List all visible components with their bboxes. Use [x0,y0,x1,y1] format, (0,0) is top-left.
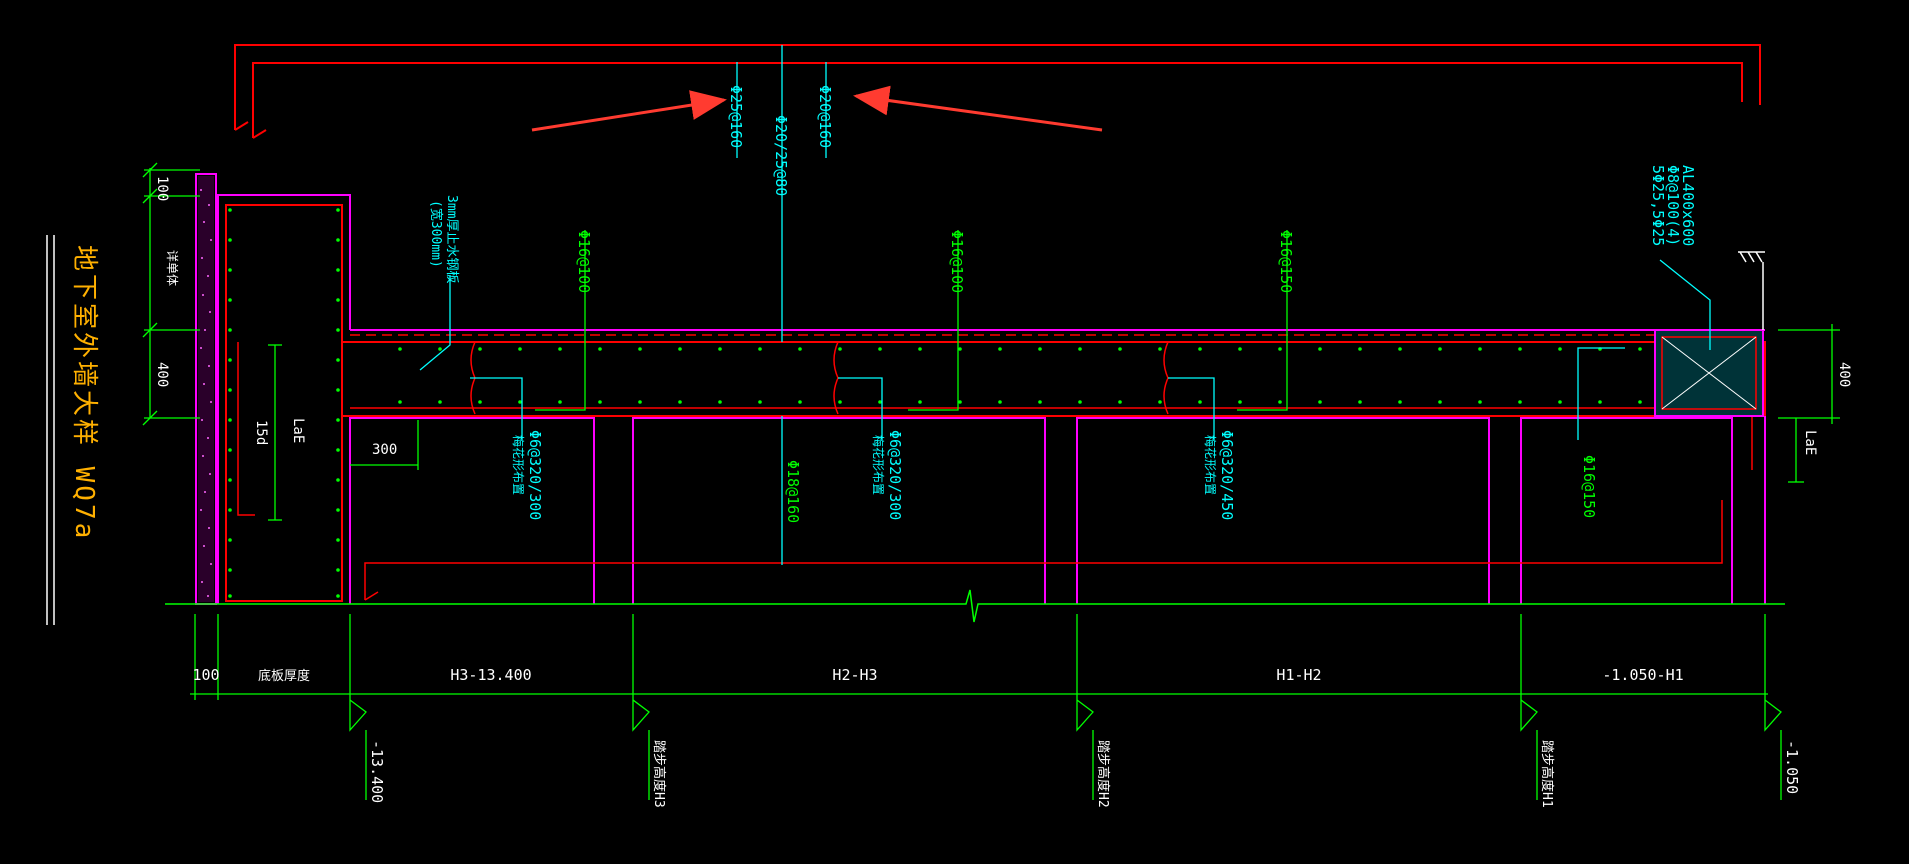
left-dimensions [142,162,419,521]
rebar-label-dist-3-note: 梅花形布置 [1203,435,1218,495]
dim-right-400: 400 [1836,362,1852,387]
dim-offset-300: 300 [372,442,397,458]
rebar-label-beam-spec: AL400x600 [1679,165,1697,246]
rebar-label-beam-main: 5Φ25,5Φ25 [1649,165,1667,246]
dim-seg-base: 底板厚度 [258,668,310,684]
rebar-label-dist-1: Φ6@320/300 [526,430,544,520]
level-l5: -1.050 [1783,740,1801,794]
rebar-label-beam-stirrup: Φ8@100(4) [1664,165,1682,246]
rebar-label-dist-3: Φ6@320/450 [1218,430,1236,520]
dim-seg-4: -1.050-H1 [1602,666,1683,684]
rebar-label-membrane: 3mm厚止水钢板 [444,195,459,283]
level-l3: 踏步高度H2 [1095,740,1111,808]
arrow-right [853,85,1103,132]
dim-lae-left: LaE [290,418,306,443]
dim-bottom-100: 100 [192,666,219,684]
annotation-arrows [531,85,1103,132]
rebar-label-stirrup-3: Φ16@150 [1277,230,1295,293]
rebar-label-dist-2: Φ6@320/300 [886,430,904,520]
rebar-label-top25: Φ25@160 [727,85,745,148]
rebar-label-top20: Φ20@160 [816,85,834,148]
rebar-label-wall-v2: Φ16@150 [1580,455,1598,518]
dim-wall-400: 400 [154,362,170,387]
level-l4: 踏步高度H1 [1539,740,1555,808]
dim-seg-2: H2-H3 [832,666,877,684]
bottom-rebar [364,416,1753,601]
rebar-label-top-main: Φ20/25@80 [772,115,790,196]
dim-backfill: 详单体 [165,250,180,286]
title-text: 地下室外墙大样 WQ7a [69,245,99,541]
level-l1: -13.400 [368,740,386,803]
arrow-left [531,90,727,132]
dim-top-100: 100 [154,176,170,201]
dim-seg-3: H1-H2 [1276,666,1321,684]
wall-hatch [200,189,212,597]
right-dimensions [1778,324,1840,483]
rebar-label-wall-v: Φ18@160 [784,460,802,523]
rebar-label-stirrup-2: Φ16@100 [948,230,966,293]
rebar-label-dist-2-note: 梅花形布置 [871,435,886,495]
drawing-title: 地下室外墙大样 WQ7a [46,235,99,625]
rebar-label-stirrup-1: Φ16@100 [575,230,593,293]
rebar-label-membrane-width: (宽300mm) [428,200,444,268]
wall-slab [237,334,1766,516]
dim-lae-right: LaE [1802,430,1818,455]
outer-wall [195,173,217,605]
level-l2: 踏步高度H3 [651,740,667,808]
step-footings [349,416,1766,604]
edge-beam [1654,251,1765,417]
dim-seg-1: H3-13.400 [450,666,531,684]
level-markers [349,699,1782,800]
rebar-label-dist-1-note: 梅花形布置 [511,435,526,495]
ground-hatch-icon [1738,251,1765,330]
bottom-dimension-lines [190,614,1768,700]
top-slab-outline [234,44,1761,139]
dim-lap-15d: 15d [253,420,269,445]
leader-lines [419,45,1711,565]
ground-line [165,589,1785,623]
